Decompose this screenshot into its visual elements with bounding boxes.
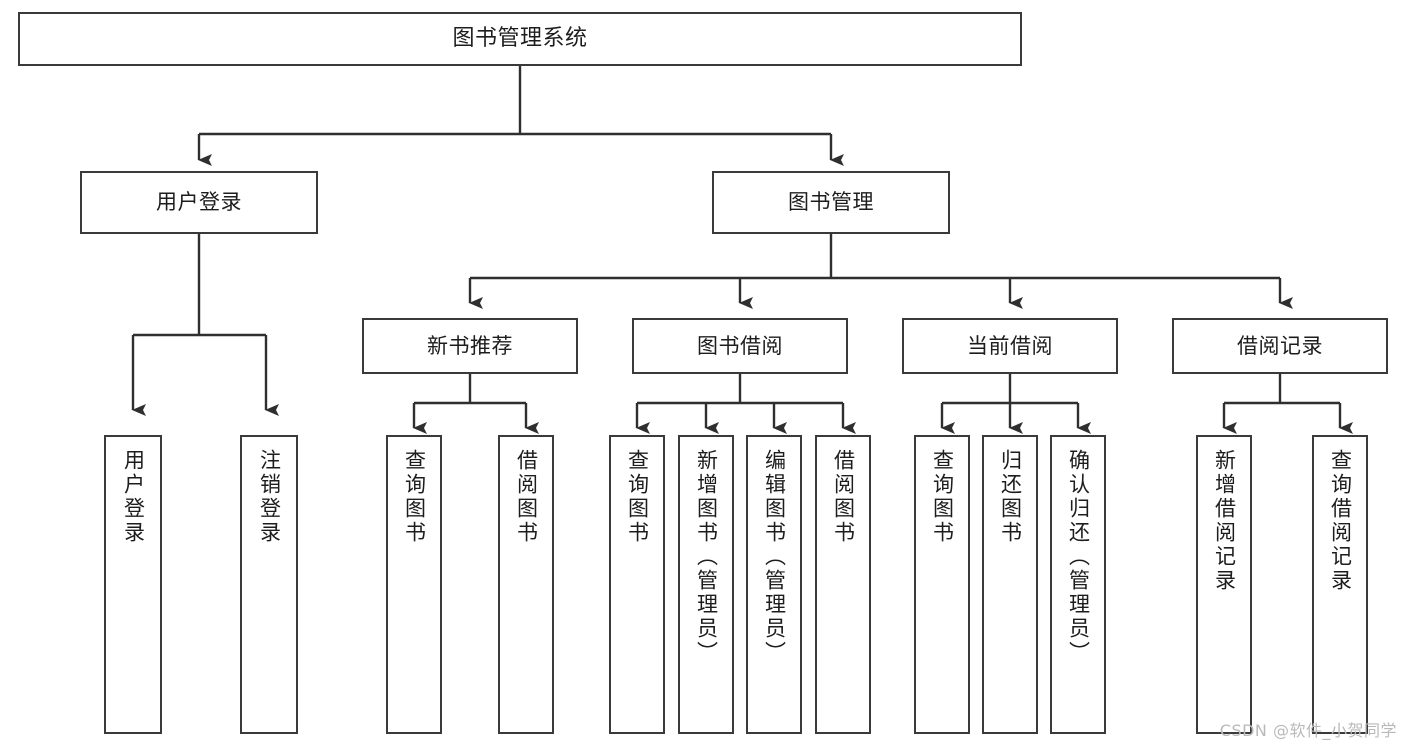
node-label: 新增图书（管理员） xyxy=(694,449,719,665)
leaf-return-book[interactable]: 归还图书 xyxy=(982,435,1038,734)
leaf-query-book-current[interactable]: 查询图书 xyxy=(914,435,970,734)
leaf-query-borrow-record[interactable]: 查询借阅记录 xyxy=(1312,435,1368,734)
leaf-confirm-return-admin[interactable]: 确认归还（管理员） xyxy=(1050,435,1106,734)
node-label: 图书借阅 xyxy=(697,333,783,358)
node-label: 归还图书 xyxy=(998,449,1023,545)
node-label: 用户登录 xyxy=(121,449,146,545)
node-label: 借阅图书 xyxy=(514,449,539,545)
node-label: 注销登录 xyxy=(257,449,282,545)
leaf-add-book-admin[interactable]: 新增图书（管理员） xyxy=(678,435,734,734)
node-root-book-management-system[interactable]: 图书管理系统 xyxy=(18,12,1022,66)
node-label: 图书管理系统 xyxy=(452,25,588,51)
node-label: 借阅图书 xyxy=(831,449,856,545)
node-label: 查询图书 xyxy=(625,449,650,545)
node-user-login[interactable]: 用户登录 xyxy=(80,171,318,234)
leaf-add-borrow-record[interactable]: 新增借阅记录 xyxy=(1196,435,1252,734)
node-label: 确认归还（管理员） xyxy=(1066,449,1091,665)
node-label: 当前借阅 xyxy=(967,333,1053,358)
leaf-logout-login[interactable]: 注销登录 xyxy=(240,435,298,734)
leaf-user-login[interactable]: 用户登录 xyxy=(104,435,162,734)
node-label: 用户登录 xyxy=(156,190,242,215)
node-book-borrow[interactable]: 图书借阅 xyxy=(632,318,848,374)
node-label: 查询图书 xyxy=(402,449,427,545)
node-label: 查询图书 xyxy=(930,449,955,545)
node-borrow-record[interactable]: 借阅记录 xyxy=(1172,318,1388,374)
leaf-borrow-book-borrow[interactable]: 借阅图书 xyxy=(815,435,871,734)
leaf-query-book-borrow[interactable]: 查询图书 xyxy=(609,435,665,734)
node-current-borrow[interactable]: 当前借阅 xyxy=(902,318,1118,374)
node-label: 新书推荐 xyxy=(427,333,513,358)
node-label: 图书管理 xyxy=(788,190,874,215)
node-new-book-recommend[interactable]: 新书推荐 xyxy=(362,318,578,374)
leaf-query-book-recommend[interactable]: 查询图书 xyxy=(386,435,442,734)
leaf-edit-book-admin[interactable]: 编辑图书（管理员） xyxy=(746,435,802,734)
node-label: 新增借阅记录 xyxy=(1212,449,1237,593)
node-label: 编辑图书（管理员） xyxy=(762,449,787,665)
node-label: 借阅记录 xyxy=(1237,333,1323,358)
watermark-text: CSDN @软件_小贺同学 xyxy=(1219,721,1397,740)
node-book-management[interactable]: 图书管理 xyxy=(712,171,950,234)
leaf-borrow-book-recommend[interactable]: 借阅图书 xyxy=(498,435,554,734)
node-label: 查询借阅记录 xyxy=(1328,449,1353,593)
